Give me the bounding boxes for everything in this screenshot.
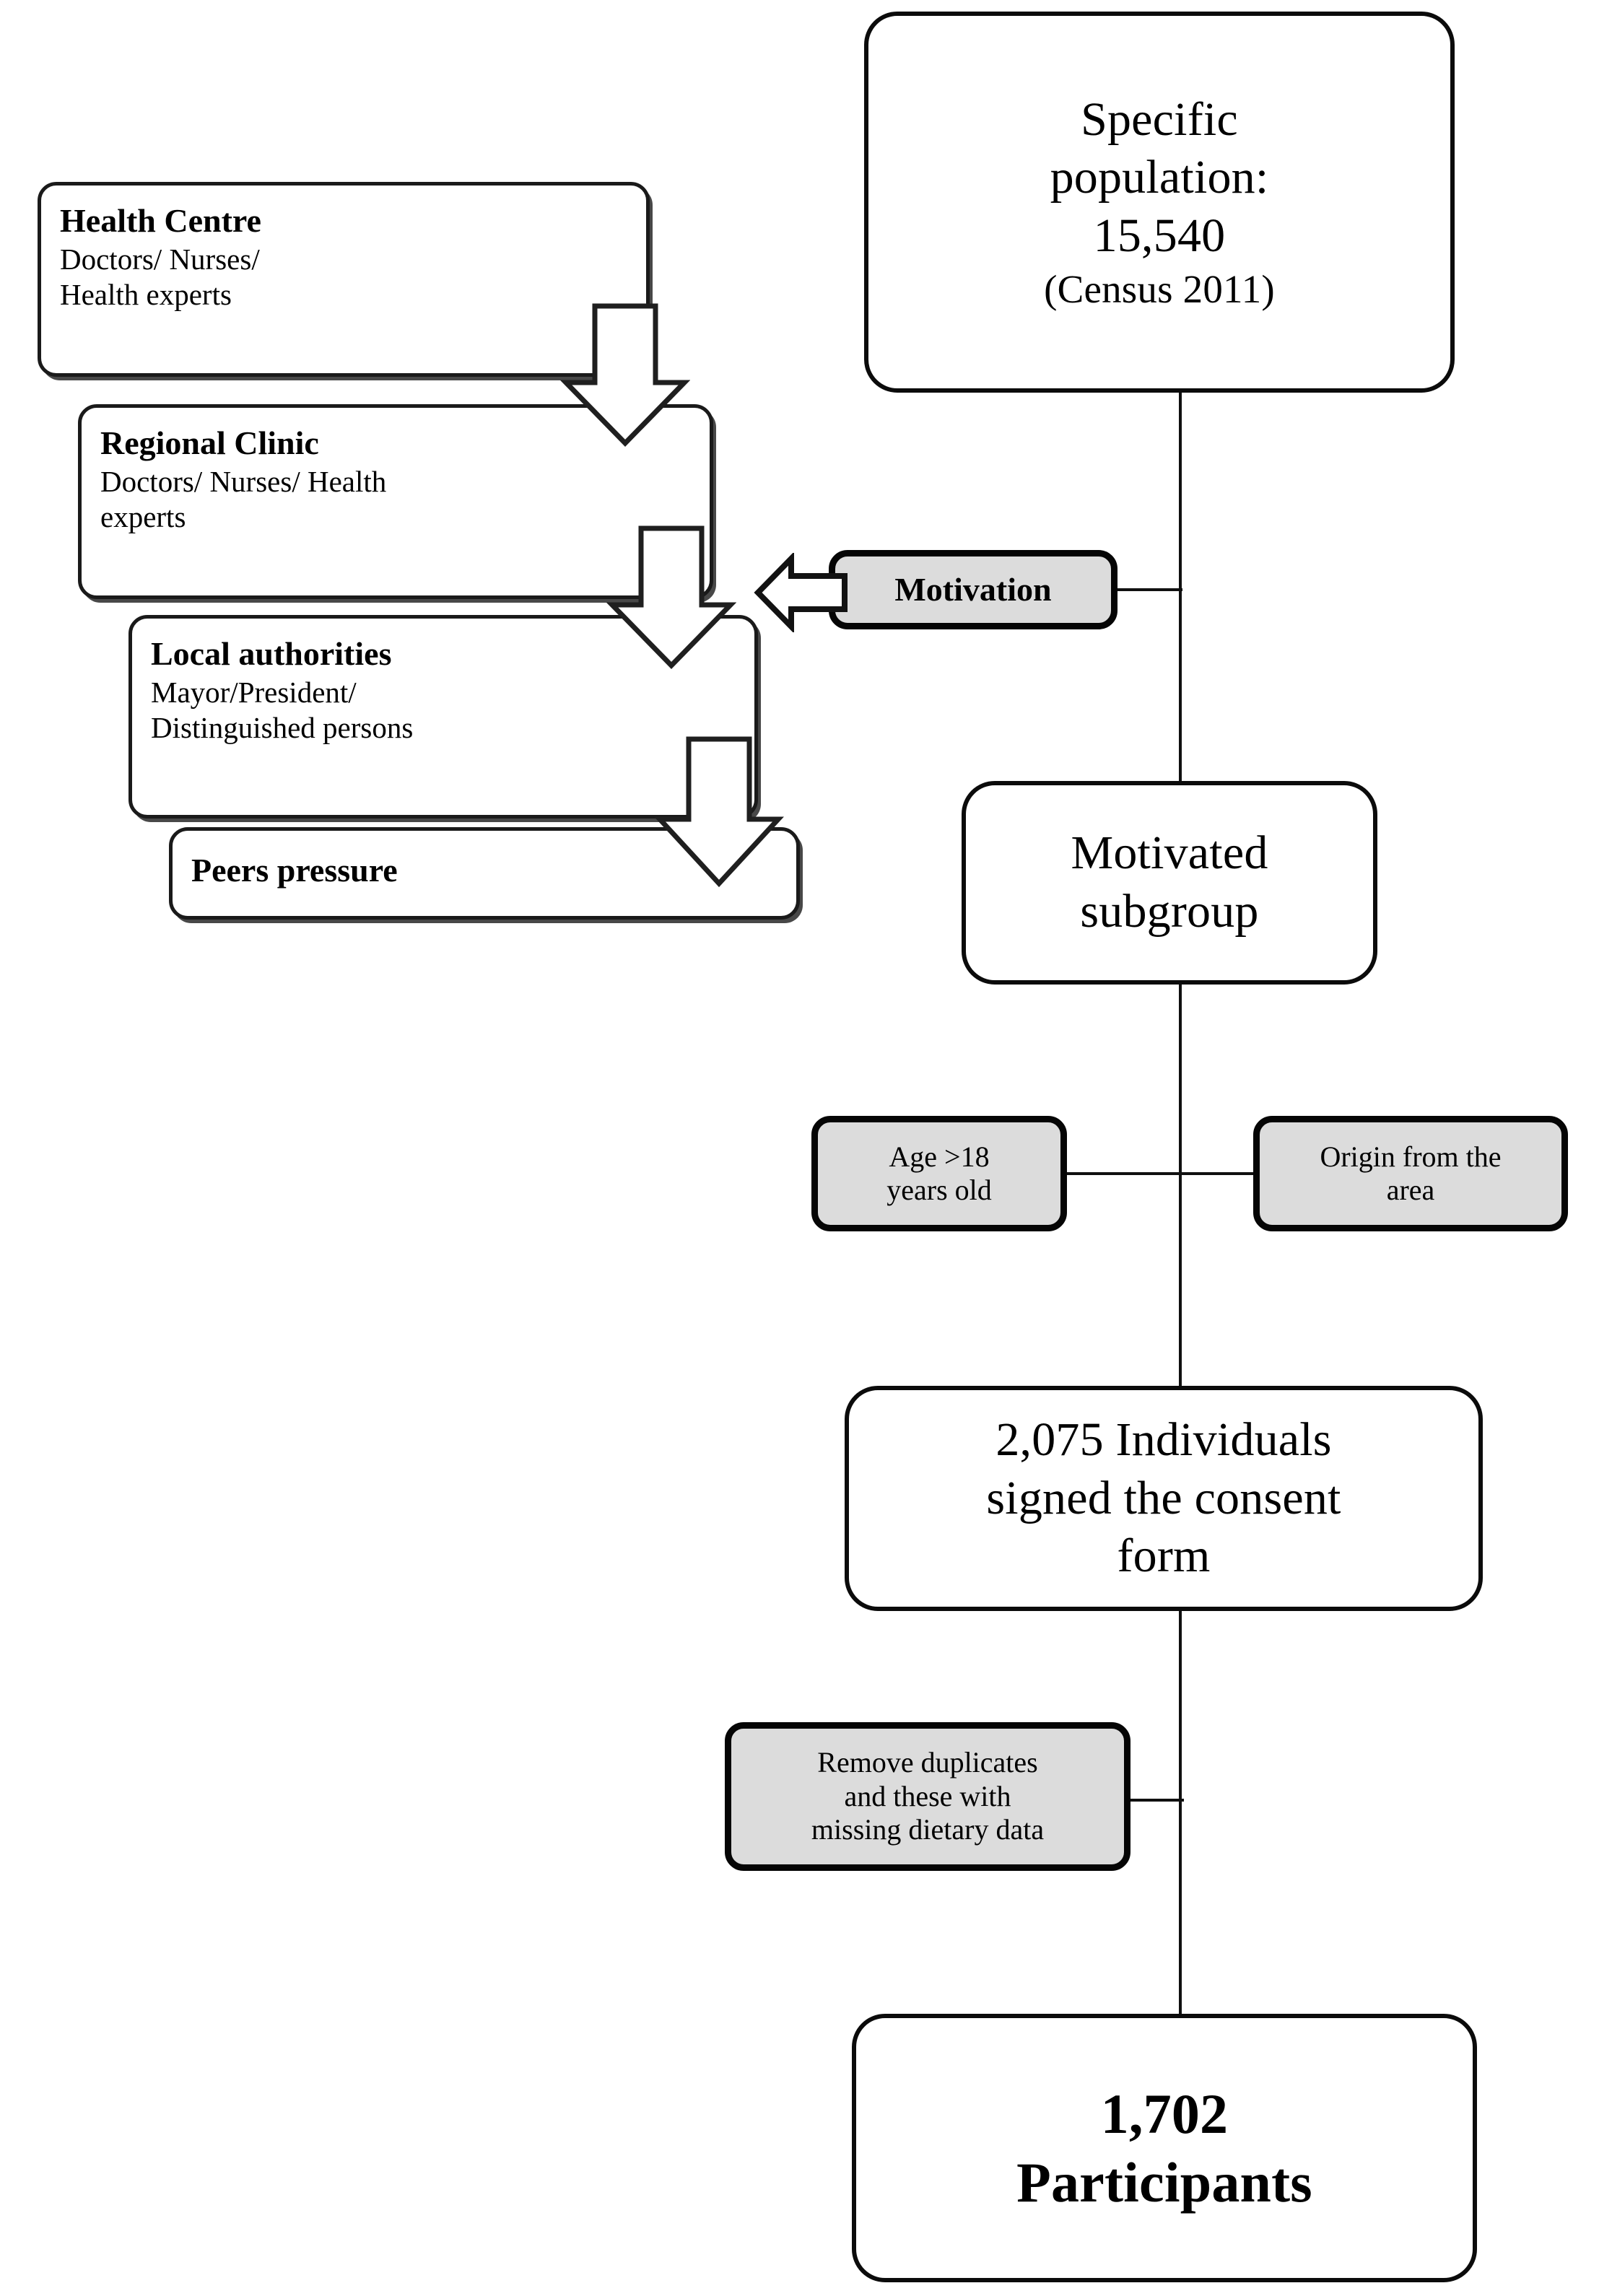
motivated-subgroup-line2: subgroup <box>1080 885 1259 938</box>
health-centre-title: Health Centre <box>60 202 261 239</box>
consent-signed-line3: form <box>1117 1529 1211 1583</box>
consent-signed-line2: signed the consent <box>986 1471 1341 1524</box>
age-criterion-line2: years old <box>886 1174 992 1206</box>
motivation-left-arrow-icon <box>754 553 848 632</box>
annotation-age-criterion[interactable]: Age >18 years old <box>811 1116 1067 1231</box>
health-centre-sub-1: Doctors/ Nurses/ <box>60 243 260 276</box>
motivation-label: Motivation <box>894 571 1052 608</box>
local-authorities-sub-2: Distinguished persons <box>151 711 414 745</box>
cascade-arrow-2-icon <box>606 525 736 670</box>
annotation-motivation[interactable]: Motivation <box>829 550 1117 629</box>
peers-pressure-title: Peers pressure <box>191 852 398 889</box>
spine-connector-consent-to-participants <box>1179 1611 1182 2015</box>
origin-criterion-line2: area <box>1386 1174 1435 1206</box>
cascade-arrow-3-icon <box>654 736 784 888</box>
spine-connector-population-to-subgroup <box>1179 391 1182 781</box>
exclusion-line3: missing dietary data <box>811 1813 1045 1846</box>
cascade-arrow-1-icon <box>560 303 690 448</box>
cascade-box-health-centre[interactable]: Health Centre Doctors/ Nurses/ Health ex… <box>38 182 650 377</box>
final-participants-label: Participants <box>1016 2151 1312 2214</box>
cascade-box-regional-clinic[interactable]: Regional Clinic Doctors/ Nurses/ Health … <box>78 404 713 599</box>
final-participants-count: 1,702 <box>1100 2082 1229 2145</box>
annotation-exclusion[interactable]: Remove duplicates and these with missing… <box>725 1722 1130 1871</box>
exclusion-line2: and these with <box>844 1779 1011 1812</box>
origin-criterion-connector <box>1177 1172 1262 1175</box>
specific-population-line1: Specific <box>1081 92 1238 146</box>
consent-signed-line1: 2,075 Individuals <box>995 1413 1332 1467</box>
specific-population-line2: population: <box>1050 151 1269 204</box>
node-final-participants[interactable]: 1,702 Participants <box>852 2014 1477 2282</box>
annotation-origin-criterion[interactable]: Origin from the area <box>1253 1116 1568 1231</box>
age-criterion-connector <box>1061 1172 1184 1175</box>
motivation-connector <box>1112 588 1182 591</box>
health-centre-sub-2: Health experts <box>60 278 232 312</box>
regional-clinic-title: Regional Clinic <box>100 424 319 461</box>
local-authorities-sub-1: Mayor/President/ <box>151 676 357 710</box>
age-criterion-line1: Age >18 <box>889 1140 990 1173</box>
node-specific-population[interactable]: Specific population: 15,540 (Census 2011… <box>864 12 1455 393</box>
specific-population-source: (Census 2011) <box>1044 267 1275 312</box>
origin-criterion-line1: Origin from the <box>1320 1140 1502 1173</box>
node-motivated-subgroup[interactable]: Motivated subgroup <box>962 781 1377 985</box>
specific-population-value: 15,540 <box>1093 209 1226 262</box>
regional-clinic-sub-1: Doctors/ Nurses/ Health <box>100 465 387 499</box>
exclusion-connector <box>1126 1799 1184 1802</box>
node-consent-signed[interactable]: 2,075 Individuals signed the consent for… <box>845 1386 1483 1611</box>
exclusion-line1: Remove duplicates <box>817 1746 1038 1779</box>
regional-clinic-sub-2: experts <box>100 500 186 534</box>
spine-connector-subgroup-to-consent <box>1179 982 1182 1386</box>
motivated-subgroup-line1: Motivated <box>1071 826 1268 880</box>
local-authorities-title: Local authorities <box>151 635 392 672</box>
